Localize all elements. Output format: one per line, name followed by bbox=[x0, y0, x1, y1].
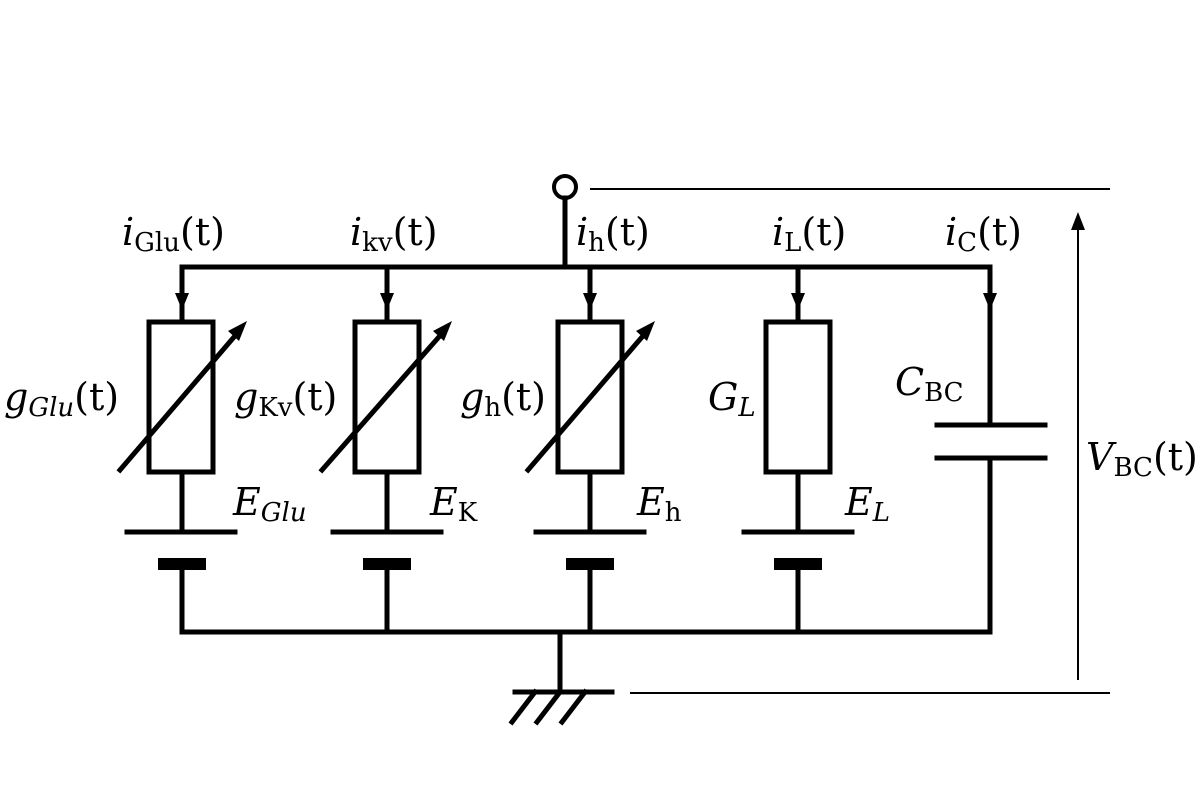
variable-arrow bbox=[318, 326, 449, 474]
current-label-kv: ikv(t) bbox=[350, 210, 438, 258]
conductance-label-leak: GL bbox=[708, 375, 756, 423]
battery-short-plate bbox=[158, 558, 206, 570]
current-arrow bbox=[983, 293, 997, 310]
current-arrow bbox=[791, 293, 805, 310]
reversal-label-h: Eh bbox=[636, 480, 682, 528]
branch-kv bbox=[318, 264, 452, 635]
branch-capacitor bbox=[934, 264, 1048, 635]
current-label-capacitor: iC(t) bbox=[945, 210, 1022, 258]
branch-glu bbox=[116, 264, 247, 635]
battery-short-plate bbox=[363, 558, 411, 570]
terminal-node bbox=[552, 174, 578, 200]
current-label-h: ih(t) bbox=[576, 210, 650, 258]
conductance-label-h: gh(t) bbox=[460, 375, 546, 423]
reversal-label-glu: EGlu bbox=[232, 480, 307, 528]
reversal-label-leak: EL bbox=[844, 480, 890, 528]
conductance-label-glu: gGlu(t) bbox=[4, 375, 119, 423]
branch-h bbox=[524, 264, 655, 635]
ground-symbol bbox=[508, 629, 615, 726]
current-arrow bbox=[583, 293, 597, 310]
battery-short-plate bbox=[774, 558, 822, 570]
conductance-label-kv: gKv(t) bbox=[234, 375, 337, 423]
voltage-arrowhead bbox=[1071, 212, 1085, 230]
capacitance-label: CBC bbox=[895, 360, 964, 408]
variable-arrow bbox=[116, 326, 244, 474]
current-arrow bbox=[175, 293, 189, 310]
branch-leak bbox=[741, 264, 855, 635]
current-label-leak: iL(t) bbox=[772, 210, 846, 258]
current-arrow bbox=[380, 293, 394, 310]
fixed-conductance bbox=[763, 319, 833, 475]
battery-short-plate bbox=[566, 558, 614, 570]
current-label-glu: iGlu(t) bbox=[122, 210, 225, 258]
variable-arrow bbox=[524, 326, 652, 474]
voltage-label: VBC(t) bbox=[1086, 435, 1198, 483]
reversal-label-k: EK bbox=[429, 480, 478, 528]
